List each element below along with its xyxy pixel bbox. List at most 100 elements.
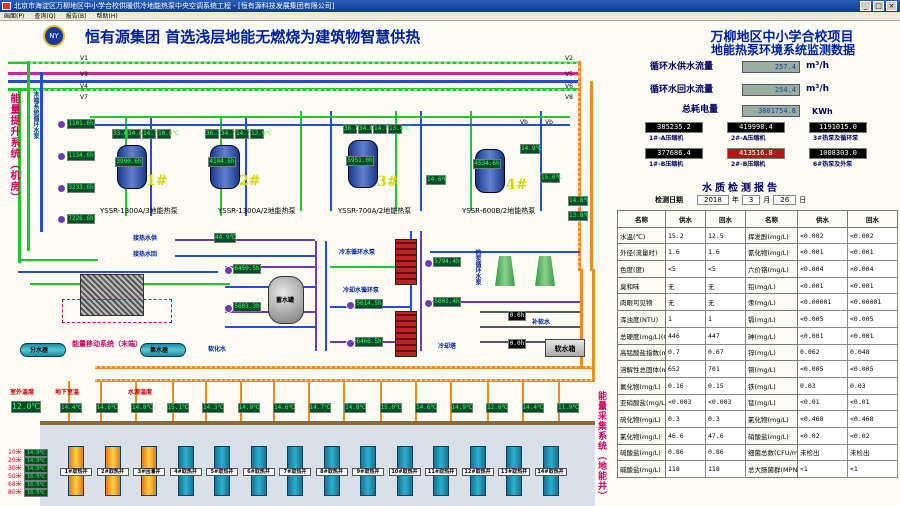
soil-value-panel: 14.9℃ 14.9℃ 14.9℃ 16.5℃ 16.5℃ 16.5℃ — [24, 449, 48, 497]
counter-value: 1191015.0 — [809, 122, 867, 133]
total-power-unit: KWh — [812, 107, 833, 116]
well-item[interactable]: 9#取热井 — [352, 426, 384, 496]
end-pump-label: 末端系统循环水泵 — [32, 91, 39, 139]
table-cell: <0.00001 — [847, 293, 898, 312]
menu-item-picture[interactable]: 画面(P) — [4, 13, 25, 20]
scada-canvas: NY 恒有源集团 首选浅层地能无燃烧为建筑物智慧供热 万柳地区中小学合校项目 地… — [0, 21, 900, 506]
unit-1-temp-1: 33.6℃ — [112, 129, 135, 139]
well-item[interactable]: 8#取热井 — [315, 426, 348, 496]
well-temp-display: 14.8℃ — [131, 403, 154, 413]
valve-v4: V4 — [80, 83, 88, 90]
heat-pump-unit-2[interactable]: 36.3℃ 34.7℃ 14.7℃ 12.0℃ 4104.6h 2# — [205, 129, 272, 197]
water-collector-label: 集水器 — [150, 347, 169, 354]
maximize-button[interactable]: □ — [873, 1, 884, 11]
heat-pump-unit-3[interactable]: 36.7℃ 34.6℃ 14.7℃ 13.4℃ 5951.0h 3# — [343, 124, 410, 196]
return-flow-unit: m³/h — [806, 84, 830, 94]
table-cell: 701 — [705, 360, 746, 378]
hot-pump-label: 热泵循环水泵 — [474, 249, 481, 285]
well-item[interactable]: 12#取热井 — [461, 426, 494, 496]
counter-label: 1#-B压缩机 — [649, 161, 684, 168]
well-item[interactable]: 5#取热井 — [206, 426, 238, 496]
table-cell: 铜(mg/L) — [745, 360, 798, 378]
well-item[interactable]: 1#取热井 — [60, 426, 92, 496]
table-cell: <5 — [665, 260, 706, 278]
cooling-tower-2 — [535, 256, 555, 286]
table-cell: 镉(mg/L) — [745, 310, 798, 328]
well-temp-display: 12.6℃ — [486, 403, 509, 413]
table-cell: 0.86 — [665, 443, 706, 462]
well-label: 3#回灌井 — [133, 468, 165, 476]
outdoor-temp-label: 室外温度 — [10, 389, 35, 396]
water-source-temp-label: 水源温度 — [128, 389, 153, 396]
well-item[interactable]: 11#取热井 — [425, 426, 457, 496]
storage-tank — [268, 276, 304, 324]
mid-pump-3-hours: 5614.5h — [355, 299, 383, 309]
mid-pump-5-icon — [424, 259, 433, 268]
well-temp-display: 14.4℃ — [60, 403, 83, 413]
well-temp-display: 14.6℃ — [95, 403, 118, 413]
well-label: 4#取热井 — [169, 468, 202, 476]
well-temp-display: 14.9℃ — [450, 403, 473, 413]
end-unit-coils — [80, 274, 144, 316]
water-divider — [20, 343, 66, 357]
menu-item-query[interactable]: 查询(Q) — [34, 13, 56, 20]
pump-3-hours: 3233.6h — [67, 183, 95, 193]
well-label: 13#取热井 — [498, 468, 530, 476]
counter-value: 377686.4 — [645, 148, 703, 159]
well-item[interactable]: 14#取热井 — [534, 426, 567, 496]
report-month[interactable]: 3 — [741, 195, 761, 205]
table-cell: 118 — [665, 460, 706, 478]
counter-value: 385235.2 — [645, 122, 703, 133]
unit-3-temp-2: 34.6℃ — [358, 124, 381, 134]
table-cell: 肉眼可见物 — [617, 293, 666, 312]
unit-2-hours: 4104.6h — [208, 157, 236, 167]
counter-label: 2#-B压缩机 — [731, 161, 766, 168]
well-item[interactable]: 13#取热井 — [498, 426, 530, 496]
table-cell: <0.001 — [797, 243, 848, 262]
pump-4-icon — [57, 215, 66, 224]
hot-return-label: 接热水回 — [133, 251, 158, 258]
well-item[interactable]: 3#回灌井 — [133, 426, 165, 496]
report-year[interactable]: 2018 — [697, 195, 729, 205]
menu-item-help[interactable]: 帮助(H) — [96, 13, 118, 20]
table-cell: 0.3 — [705, 410, 746, 428]
mid-pump-6-icon — [424, 299, 433, 308]
chilled-pump-label: 冷冻循环水泵 — [339, 249, 376, 256]
report-day[interactable]: 26 — [773, 195, 797, 205]
close-button[interactable]: × — [886, 1, 897, 11]
table-cell: <0.001 — [797, 326, 848, 345]
table-cell: <0.001 — [797, 276, 848, 295]
water-collector — [140, 343, 186, 357]
heat-pump-unit-4[interactable]: 4534.6h 4# — [470, 149, 532, 199]
pump-1-hours: 1101.6h — [67, 119, 95, 129]
well-item[interactable]: 7#取热井 — [279, 426, 311, 496]
soil-temp-30: 14.9℃ — [24, 465, 48, 473]
well-item[interactable]: 4#取热井 — [169, 426, 202, 496]
logo-text: NY — [49, 32, 59, 40]
table-cell: <0.00001 — [797, 293, 848, 312]
minimize-button[interactable]: _ — [860, 1, 871, 11]
soft-water-label: 软化水 — [208, 346, 227, 353]
table-cell: 0.15 — [705, 376, 746, 395]
well-item[interactable]: 6#取热井 — [242, 426, 275, 496]
well-temp-display: 14.7℃ — [308, 403, 331, 413]
water-report-title: 水质检测报告 — [702, 183, 780, 194]
well-item[interactable]: 10#取热井 — [388, 426, 421, 496]
table-cell: 汞(mg/L) — [745, 293, 798, 312]
valve-v5: V5 — [565, 71, 573, 78]
menu-item-report[interactable]: 报告(B) — [65, 13, 87, 20]
heat-pump-unit-1[interactable]: 33.6℃ 34.6℃ 14.7℃ 10.8℃ 3990.6h 1# — [112, 129, 179, 197]
well-item[interactable]: 2#取热井 — [96, 426, 129, 496]
table-cell: <0.002 — [847, 226, 898, 245]
unit-4-label: YSSR-600B/2地能热泵 — [462, 207, 536, 215]
table-row: 总硬度(mg/L)(CaCO3计)446447砷(mg/L)<0.001<0.0… — [617, 326, 898, 345]
table-cell: <0.001 — [847, 326, 898, 345]
app-icon — [2, 2, 11, 10]
